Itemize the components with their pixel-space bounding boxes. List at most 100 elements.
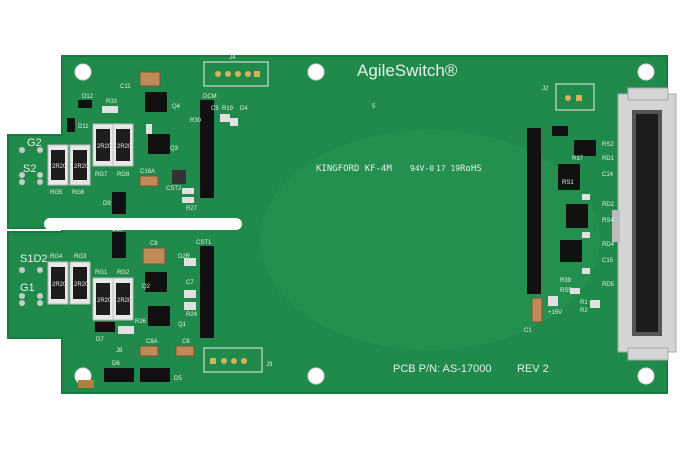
svg-text:2R20: 2R20 [117, 144, 132, 150]
isolation-slot [44, 218, 242, 230]
svg-text:J8: J8 [116, 348, 123, 354]
svg-text:C11: C11 [120, 84, 131, 90]
resistor-rg2: 2R20 RG2 [112, 270, 134, 321]
svg-text:RG6: RG6 [72, 190, 85, 196]
svg-text:2R20: 2R20 [52, 282, 67, 288]
svg-text:RG1: RG1 [95, 270, 108, 276]
resistor-rg7: 2R20 RG7 [92, 123, 114, 178]
mounting-hole [307, 63, 325, 81]
svg-text:J2: J2 [542, 86, 549, 92]
svg-text:C15: C15 [602, 258, 614, 264]
connector-j4 [203, 61, 269, 87]
connector-j3 [203, 347, 263, 373]
edge-pins [19, 147, 43, 306]
resistor-rg4: 2R20 RG4 [47, 254, 69, 305]
svg-text:DCM: DCM [203, 94, 217, 100]
label-s1d2: S1D2 [20, 253, 48, 265]
svg-text:D2R: D2R [178, 254, 191, 260]
svg-text:RD1: RD1 [602, 156, 615, 162]
label-s2: S2 [23, 163, 36, 175]
mounting-hole [307, 367, 325, 385]
svg-text:D9: D9 [103, 201, 111, 207]
svg-text:Q1: Q1 [178, 322, 187, 328]
svg-text:R26: R26 [135, 319, 147, 325]
svg-text:5: 5 [372, 104, 376, 110]
svg-text:J3: J3 [266, 362, 273, 368]
rohs-marking: RoHS [460, 164, 482, 174]
mounting-hole [74, 63, 92, 81]
svg-text:R1: R1 [580, 300, 588, 306]
svg-text:D4: D4 [240, 106, 248, 112]
svg-text:RS4: RS4 [602, 218, 614, 224]
svg-text:R33: R33 [106, 99, 118, 105]
svg-text:C16A: C16A [140, 169, 155, 175]
mounting-hole [637, 367, 655, 385]
svg-text:RD5: RD5 [602, 282, 615, 288]
svg-text:R2: R2 [580, 308, 588, 314]
svg-text:R30: R30 [190, 118, 202, 124]
svg-text:D10: D10 [112, 227, 124, 233]
svg-text:2R20: 2R20 [74, 282, 89, 288]
resistor-rg1: 2R20 RG1 [92, 270, 114, 321]
smd-components-right [531, 126, 600, 323]
svg-text:Q2: Q2 [142, 284, 151, 290]
svg-text:RG2: RG2 [117, 270, 130, 276]
svg-text:D12: D12 [82, 94, 94, 100]
svg-text:RG7: RG7 [95, 172, 108, 178]
svg-text:C8: C8 [150, 241, 158, 247]
svg-text:2R20: 2R20 [97, 298, 112, 304]
svg-text:D5: D5 [174, 376, 182, 382]
resistor-rg3: 2R20 RG3 [69, 254, 91, 305]
svg-text:C6: C6 [182, 339, 190, 345]
svg-text:D7: D7 [96, 337, 104, 343]
svg-text:C5: C5 [211, 106, 219, 112]
resistor-rg8: 2R20 RG8 [112, 123, 134, 178]
board-sheen [260, 130, 600, 350]
svg-text:RD4: RD4 [602, 242, 615, 248]
label-g1: G1 [20, 282, 35, 294]
resistor-rg5: 2R20 RG5 [47, 144, 69, 196]
svg-text:RG3: RG3 [74, 254, 87, 260]
svg-text:D-1: D-1 [80, 374, 90, 380]
svg-text:C8A: C8A [146, 339, 158, 345]
connector-j2 [555, 83, 595, 111]
svg-text:CST1: CST1 [196, 240, 212, 246]
svg-text:R27: R27 [186, 206, 198, 212]
svg-text:RS1: RS1 [562, 180, 574, 186]
date-code: 17 19 [436, 164, 460, 173]
svg-text:RS5: RS5 [560, 288, 572, 294]
ul-marking: 94V-0 [410, 164, 434, 173]
svg-text:RS2: RS2 [602, 142, 614, 148]
laminate-marking: KINGFORD KF-4M [316, 164, 392, 174]
pin-header-bottom [200, 246, 214, 338]
pcb-substrate [7, 55, 668, 394]
label-g2: G2 [27, 137, 42, 149]
pin-header-right [527, 128, 541, 294]
svg-text:2R20: 2R20 [117, 298, 132, 304]
part-number: PCB P/N: AS-17000 [393, 363, 491, 375]
svg-text:2R20: 2R20 [74, 164, 89, 170]
resistor-rg6: 2R20 RG6 [69, 144, 91, 196]
svg-text:RD2: RD2 [602, 202, 615, 208]
brand-logo: AgileSwitch® [357, 61, 458, 80]
svg-text:2R20: 2R20 [97, 144, 112, 150]
smd-components-bottom [78, 232, 196, 388]
svg-text:D6: D6 [112, 361, 120, 367]
svg-text:2R20: 2R20 [52, 164, 67, 170]
svg-text:+15V: +15V [548, 310, 562, 316]
svg-text:R37: R37 [572, 156, 584, 162]
svg-text:RG4: RG4 [50, 254, 63, 260]
svg-text:Q4: Q4 [172, 104, 181, 110]
svg-text:C1: C1 [524, 328, 532, 334]
svg-text:RG8: RG8 [117, 172, 130, 178]
svg-text:J4: J4 [229, 55, 236, 61]
mounting-hole [637, 63, 655, 81]
svg-text:RG5: RG5 [50, 190, 63, 196]
svg-text:R39: R39 [560, 278, 572, 284]
svg-text:C7: C7 [186, 280, 194, 286]
pin-header-top [200, 100, 214, 198]
svg-text:CST2: CST2 [166, 186, 182, 192]
svg-text:R19: R19 [222, 106, 234, 112]
refdes-labels: D12 R33 C11 Q4 D11 Q3 C16A CST2 R27 D9 D… [78, 55, 615, 382]
